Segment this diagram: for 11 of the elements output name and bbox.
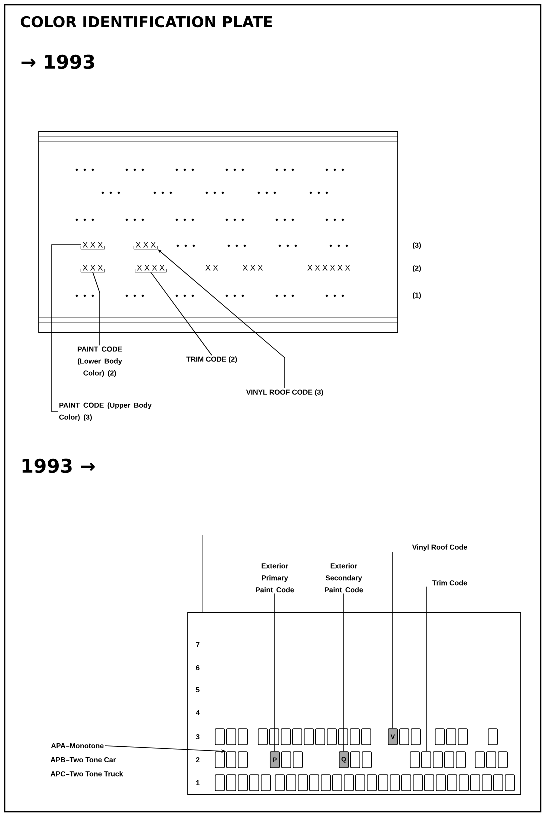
leader-line bbox=[150, 272, 212, 356]
code-cell bbox=[422, 752, 432, 768]
year-heading: → 1993 bbox=[22, 54, 94, 70]
code-cell bbox=[226, 752, 236, 768]
leader-line bbox=[52, 244, 82, 412]
leader-line bbox=[426, 586, 427, 752]
title: COLOR IDENTIFICATION PLATE bbox=[20, 16, 272, 28]
leader-line bbox=[92, 272, 100, 346]
leader-line bbox=[392, 552, 394, 729]
year-heading: 1993 → bbox=[22, 458, 95, 474]
leader-line bbox=[274, 593, 276, 752]
